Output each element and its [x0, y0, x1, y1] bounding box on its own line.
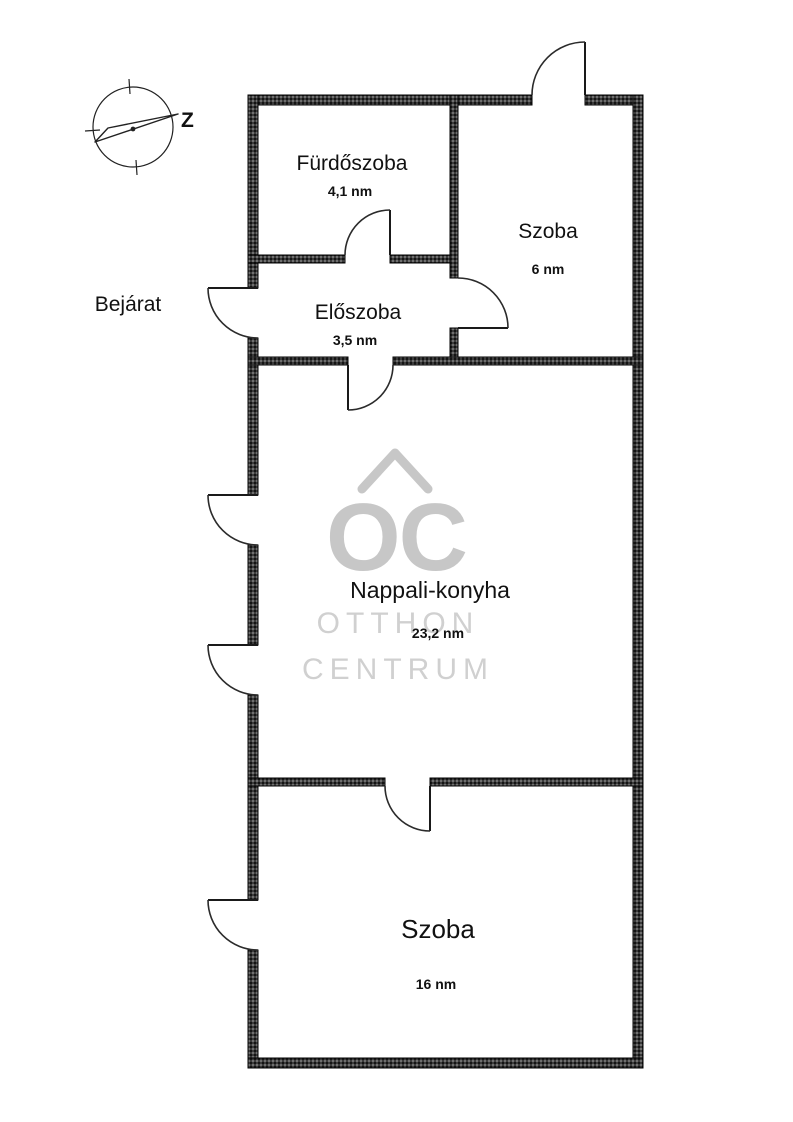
wall-segment: [632, 94, 644, 1069]
wall-segment: [247, 777, 386, 787]
compass-circle: [92, 86, 174, 168]
compass-direction-label: Z: [181, 109, 194, 132]
door-arc: [207, 644, 259, 696]
door-szoba-also: [384, 785, 431, 832]
compass-rose: Z: [84, 78, 194, 176]
room-label-szoba-also: Szoba: [401, 914, 475, 944]
watermark-logo-text: OC: [326, 484, 466, 591]
door-arc: [207, 287, 259, 339]
compass-center-dot: [130, 126, 136, 132]
door-szoba-felso: [457, 277, 509, 329]
room-label-eloszoba: Előszoba: [315, 301, 402, 324]
door-arc: [344, 209, 391, 256]
room-area-nappali-konyha: 23,2 nm: [412, 625, 464, 641]
compass-tick: [135, 159, 138, 176]
watermark-line2: CENTRUM: [302, 653, 494, 686]
door-arc: [457, 277, 509, 329]
watermark-roof-icon: [357, 448, 433, 494]
door-arc: [531, 41, 586, 96]
door-top-entry: [531, 41, 586, 96]
room-area-szoba-felso: 6 nm: [532, 261, 565, 277]
wall-segment: [247, 544, 259, 646]
room-label-szoba-felso: Szoba: [518, 220, 578, 243]
opening-szoba-also-left: [207, 899, 259, 951]
room-area-szoba-also: 16 nm: [416, 976, 456, 992]
watermark-logo: OC OTTHON CENTRUM: [302, 448, 494, 686]
wall-segment: [247, 94, 533, 106]
wall-segment: [247, 356, 349, 366]
wall-segment: [389, 254, 459, 264]
wall-segment: [247, 949, 259, 1069]
doors: [207, 41, 586, 951]
wall-segment: [247, 1057, 644, 1069]
compass-tick: [128, 78, 131, 95]
room-label-furdoszoba: Fürdőszoba: [297, 152, 408, 175]
wall-segment: [392, 356, 644, 366]
door-arc: [207, 899, 259, 951]
door-furdoszoba: [344, 209, 391, 256]
room-area-eloszoba: 3,5 nm: [333, 332, 377, 348]
door-arc: [347, 364, 394, 411]
watermark-line1: OTTHON: [317, 607, 480, 640]
entrance-label: Bejárat: [95, 293, 162, 316]
wall-segment: [449, 94, 459, 279]
wall-segment: [247, 694, 259, 901]
room-label-nappali-konyha: Nappali-konyha: [350, 577, 510, 603]
wall-segment: [429, 777, 644, 787]
door-nappali: [347, 364, 394, 411]
door-bejarat: [207, 287, 259, 339]
wall-segment: [247, 254, 346, 264]
opening-nappali-left-2: [207, 644, 259, 696]
room-area-furdoszoba: 4,1 nm: [328, 183, 372, 199]
opening-nappali-left-1: [207, 494, 259, 546]
compass-tick: [84, 129, 101, 132]
labels: Bejárat Fürdőszoba 4,1 nm Szoba 6 nm Elő…: [95, 152, 578, 992]
compass-needle-icon: [94, 113, 179, 143]
door-arc: [207, 494, 259, 546]
door-arc: [384, 785, 431, 832]
